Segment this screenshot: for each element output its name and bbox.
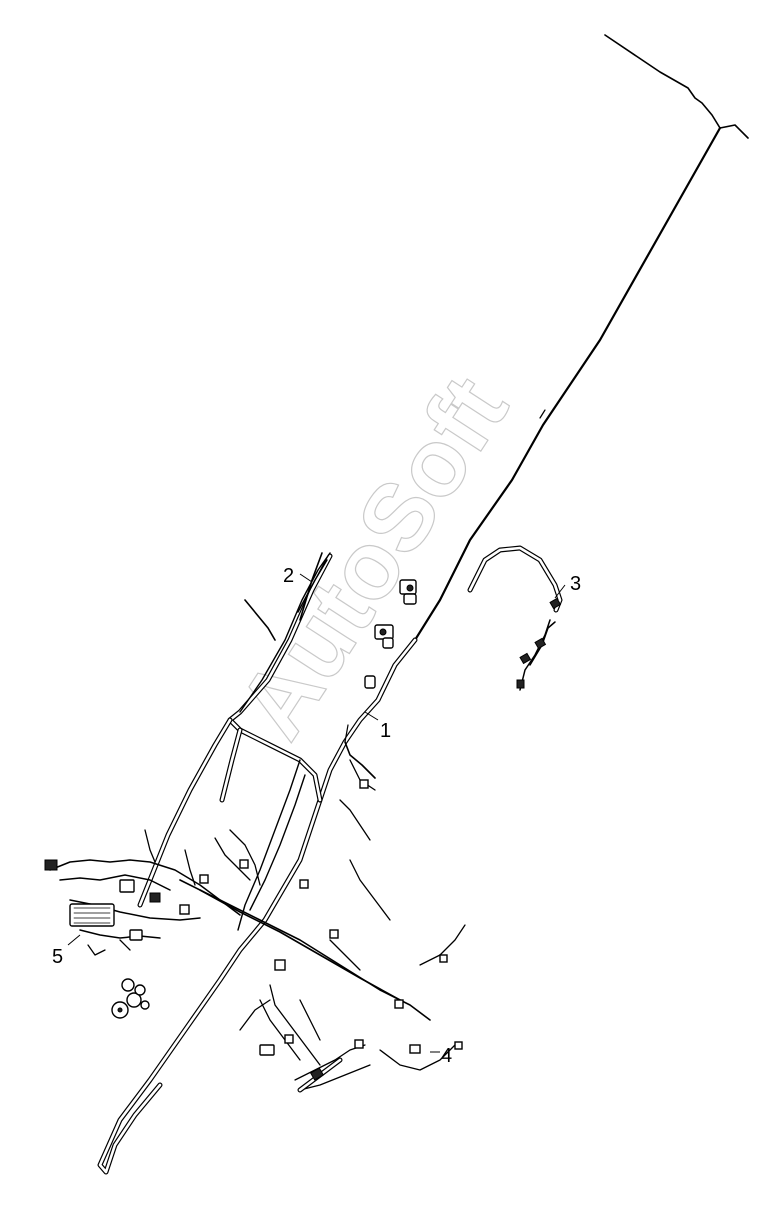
callout-1: 1 (380, 720, 391, 742)
roof-harness (239, 552, 331, 713)
engine-harness-cluster (179, 759, 466, 1093)
callout-5: 5 (52, 946, 63, 968)
mounting-brackets (364, 579, 417, 689)
callout-3: 3 (570, 573, 581, 595)
main-trunk-harness (413, 34, 749, 642)
callout-4: 4 (441, 1045, 452, 1067)
rear-harness (467, 545, 566, 691)
floor-harness-loop (97, 552, 418, 1175)
watermark: AutoSoft (218, 358, 528, 756)
callout-labels: 1 2 3 4 5 (52, 565, 581, 1067)
callout-2: 2 (283, 565, 294, 587)
console-harness-cluster (44, 829, 261, 1019)
